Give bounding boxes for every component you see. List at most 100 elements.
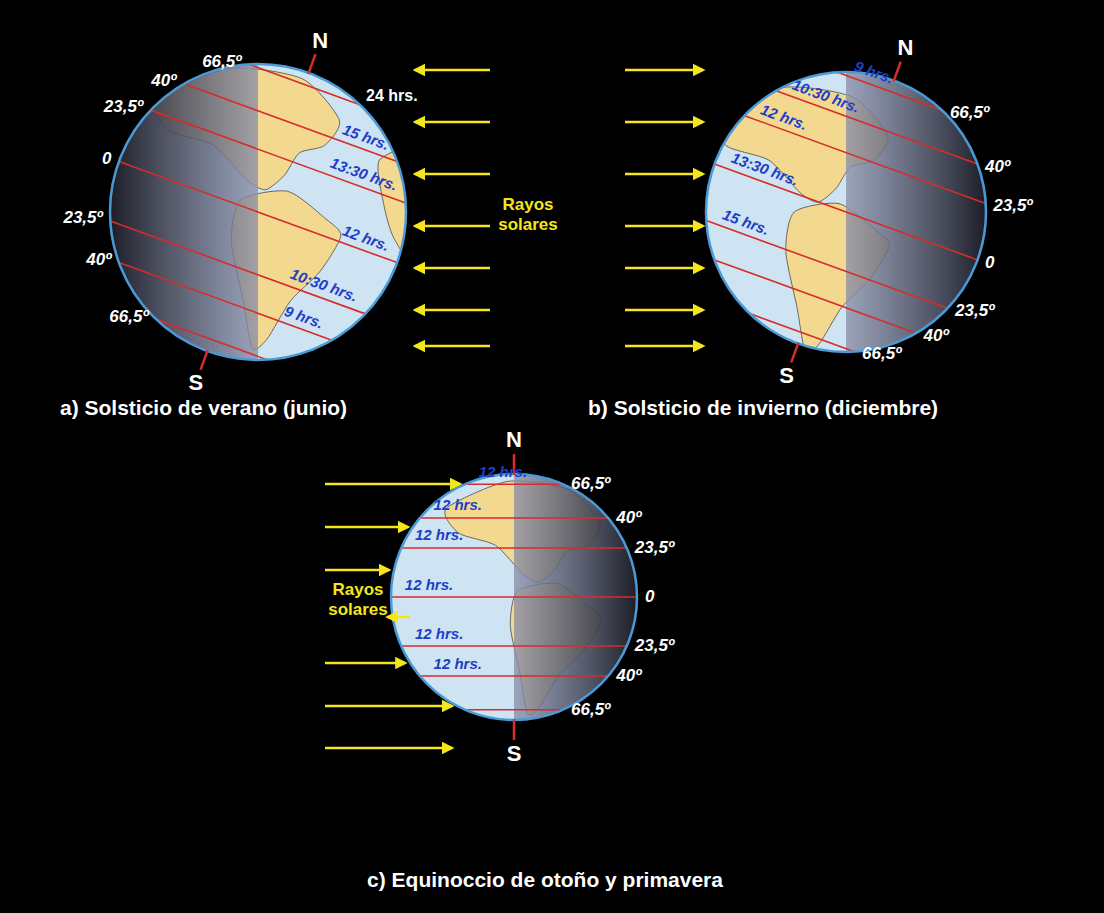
sun-rays-label: Rayos solares <box>318 580 398 619</box>
latitude-line <box>744 116 985 204</box>
latitude-line <box>714 164 977 260</box>
latitude-label: 66,5º <box>202 52 241 72</box>
ocean <box>110 64 406 360</box>
latitude-label: 23,5º <box>104 98 143 118</box>
daylight-hours: 12 hrs. <box>434 655 482 672</box>
globe-outline <box>110 64 406 360</box>
sun-ray-arrow <box>415 121 490 124</box>
sun-ray-arrow <box>625 345 703 348</box>
pole-label: N <box>506 427 522 452</box>
latitude-line <box>420 675 608 677</box>
pole-label: N <box>898 36 914 61</box>
latitude-line <box>151 110 406 203</box>
latitude-label: 40º <box>151 71 176 91</box>
sun-ray-arrow <box>625 309 703 312</box>
daylight-hours: 12 hrs. <box>340 221 391 254</box>
sun-ray-arrow <box>415 69 490 72</box>
pole-label: S <box>507 741 522 766</box>
sun-rays-label: Rayos solares <box>488 195 568 234</box>
pole-label: S <box>188 370 203 395</box>
sun-ray-arrow <box>625 121 703 124</box>
latitude-label: 23,5º <box>955 301 994 321</box>
sun-ray-arrow <box>415 267 490 270</box>
latitude-line <box>391 596 637 598</box>
latitude-label: 40º <box>616 666 641 686</box>
latitude-label: 23,5º <box>993 196 1032 216</box>
daylight-hours: 9 hrs. <box>283 302 327 332</box>
caption: a) Solsticio de verano (junio) <box>60 396 347 420</box>
sun-ray-arrow <box>415 309 490 312</box>
latitude-label: 0 <box>985 253 994 273</box>
latitude-label: 66,5º <box>571 700 610 720</box>
daylight-hours: 12 hrs. <box>479 463 527 480</box>
sun-ray-arrow <box>415 173 490 176</box>
sun-ray-arrow <box>325 705 452 708</box>
daylight-hours: 10:30 hrs. <box>288 265 360 305</box>
latitude-line <box>420 517 608 519</box>
daylight-hours: 9 hrs. <box>852 57 896 87</box>
pole-label: N <box>312 28 328 53</box>
latitude-line <box>110 221 365 314</box>
caption: b) Solsticio de invierno (diciembre) <box>588 396 938 420</box>
latitude-label: 66,5º <box>109 307 148 327</box>
latitude-label: 40º <box>985 157 1010 177</box>
sun-ray-arrow <box>325 662 405 665</box>
sun-ray-arrow <box>625 69 703 72</box>
globe-outline <box>391 474 637 720</box>
latitude-label: 66,5º <box>571 474 610 494</box>
globe <box>110 54 424 370</box>
sun-ray-arrow <box>625 267 703 270</box>
latitude-line <box>465 709 563 711</box>
sun-ray-arrow <box>625 173 703 176</box>
axis-line <box>201 350 208 370</box>
sun-ray-arrow <box>415 345 490 348</box>
latitude-line <box>706 221 947 309</box>
latitude-label: 66,5º <box>862 345 901 365</box>
sun-ray-arrow <box>325 569 389 572</box>
sun-ray-arrow <box>388 616 410 619</box>
daylight-hours: 15 hrs. <box>340 120 391 153</box>
latitude-line <box>714 260 916 333</box>
latitude-label: 23,5º <box>63 209 102 229</box>
sun-ray-arrow <box>415 225 490 228</box>
globe-outline <box>706 72 986 352</box>
latitude-label: 23,5º <box>635 538 674 558</box>
daylight-hours: 12 hrs. <box>434 497 482 514</box>
sun-ray-arrow <box>325 747 452 750</box>
latitude-label: 40º <box>86 250 111 270</box>
axis-line <box>791 343 798 363</box>
latitude-line <box>184 84 397 162</box>
daylight-hours: 24 hrs. <box>366 87 418 105</box>
latitude-label: 40º <box>616 508 641 528</box>
pole-label: S <box>779 363 794 388</box>
ocean <box>706 72 986 352</box>
sun-ray-arrow <box>325 483 460 486</box>
daylight-hours: 13:30 hrs. <box>729 149 801 189</box>
latitude-line <box>401 547 627 549</box>
globe <box>391 454 637 740</box>
daylight-hours: 10:30 hrs. <box>790 76 862 116</box>
daylight-hours: 12 hrs. <box>415 625 463 642</box>
latitude-label: 0 <box>645 587 654 607</box>
daylight-hours: 15 hrs. <box>721 205 772 238</box>
globe <box>706 62 986 363</box>
daylight-hours: 12 hrs. <box>415 527 463 544</box>
caption: c) Equinoccio de otoño y primavera <box>367 868 723 892</box>
axis-line <box>513 719 516 740</box>
ocean <box>391 474 637 720</box>
latitude-line <box>776 91 978 164</box>
daylight-hours: 12 hrs. <box>759 100 810 133</box>
axis-line <box>308 54 315 74</box>
daylight-hours: 12 hrs. <box>405 576 453 593</box>
latitude-label: 66,5º <box>950 103 989 123</box>
latitude-line <box>465 483 563 485</box>
latitude-label: 23,5º <box>635 636 674 656</box>
sun-ray-arrow <box>625 225 703 228</box>
latitude-label: 0 <box>102 149 111 169</box>
latitude-label: 40º <box>924 326 949 346</box>
sun-ray-arrow <box>325 526 408 529</box>
globe-clip <box>110 64 424 360</box>
daylight-hours: 13:30 hrs. <box>328 154 400 194</box>
